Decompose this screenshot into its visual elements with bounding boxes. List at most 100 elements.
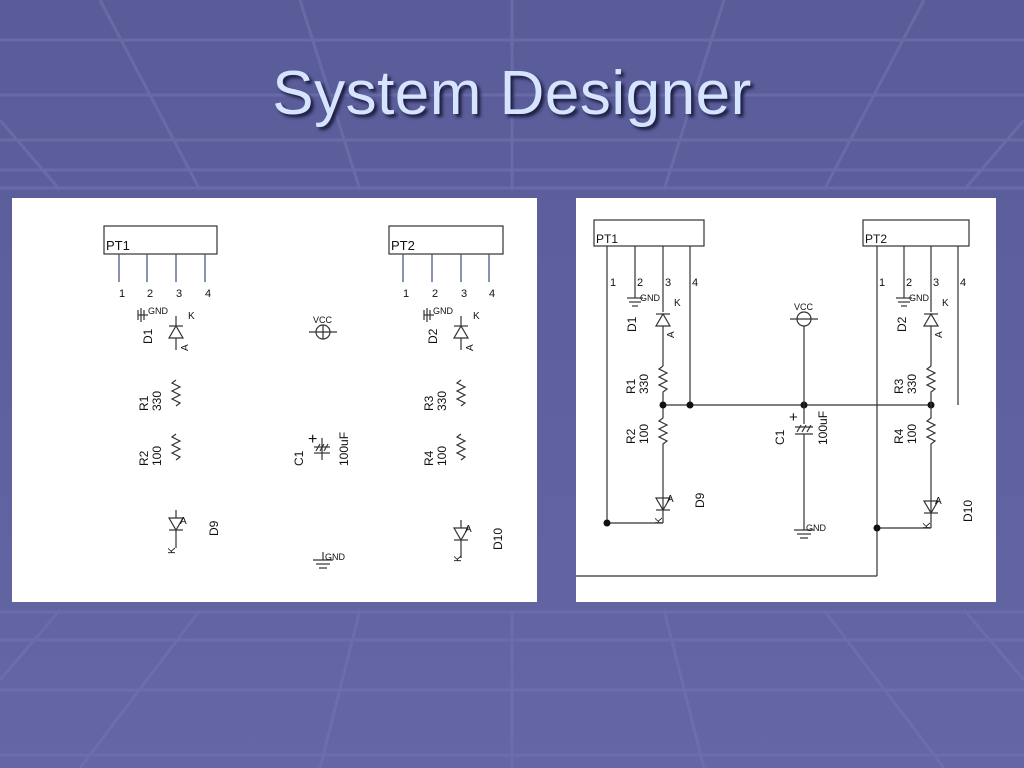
r2-value: 100 <box>637 424 651 444</box>
schematic-wired-panel: PT1 1 2 3 4 PT2 1 2 3 4 GND K A <box>576 198 996 602</box>
pt2-connector <box>388 225 504 255</box>
r2-ref: R2 <box>624 428 638 444</box>
r4-value: 100 <box>435 446 449 466</box>
schematic-unconnected: PT1 1 2 3 4 PT2 1 2 3 4 GND K <box>103 225 505 569</box>
pt2-pin-label: 3 <box>933 277 939 289</box>
d2-ref: D2 <box>895 316 909 332</box>
d9-cathode-label: K <box>167 547 178 554</box>
vcc-label: VCC <box>313 315 333 325</box>
gnd-symbol <box>137 308 148 322</box>
d10-ref: D10 <box>961 500 975 522</box>
gnd-symbol <box>423 308 434 322</box>
d2-anode-label: A <box>934 331 945 338</box>
pt2-pin-label: 2 <box>906 277 912 289</box>
d2-cathode-label: K <box>473 311 480 322</box>
gnd-symbol <box>896 297 912 307</box>
pt2-pin-label: 1 <box>403 288 409 300</box>
r2-value: 100 <box>150 446 164 466</box>
r2-ref: R2 <box>137 450 151 466</box>
schematic-wired: PT1 1 2 3 4 PT2 1 2 3 4 GND K A <box>576 219 975 577</box>
slide-title: System Designer <box>272 59 752 128</box>
d9-ref: D9 <box>207 520 221 536</box>
r1-value: 330 <box>150 391 164 411</box>
d1-diode <box>167 316 185 350</box>
r3-value: 330 <box>435 391 449 411</box>
d1-cathode-label: K <box>188 311 195 322</box>
r4-ref: R4 <box>892 428 906 444</box>
c1-plus-label: + <box>308 431 317 448</box>
r4-resistor <box>455 433 467 461</box>
gnd-symbol <box>794 529 814 539</box>
r3-value: 330 <box>905 374 919 394</box>
d10-ref: D10 <box>491 528 505 550</box>
r4-value: 100 <box>905 424 919 444</box>
pt2-pin-label: 4 <box>489 288 495 300</box>
vcc-label: VCC <box>794 302 814 312</box>
d1-ref: D1 <box>625 316 639 332</box>
gnd-symbol <box>627 297 643 307</box>
d1-diode <box>654 312 672 366</box>
pt2-pin-label: 3 <box>461 288 467 300</box>
pt1-pin-label: 2 <box>147 288 153 300</box>
d9-ref: D9 <box>693 492 707 508</box>
r3-ref: R3 <box>422 395 436 411</box>
r1-resistor <box>170 379 182 407</box>
d2-ref: D2 <box>426 328 440 344</box>
c1-capacitor <box>795 424 813 530</box>
junction-dot <box>603 519 611 527</box>
gnd-label: GND <box>806 523 827 533</box>
d1-gnd-label: GND <box>640 293 661 303</box>
pt2-label: PT2 <box>865 232 887 246</box>
d1-ref: D1 <box>141 328 155 344</box>
pt2-pin-label: 1 <box>879 277 885 289</box>
d10-cathode-label: K <box>922 522 933 529</box>
junction-dot <box>873 524 881 532</box>
c1-value: 100uF <box>816 411 830 445</box>
pt1-pin-label: 3 <box>665 277 671 289</box>
gnd-symbol <box>313 552 333 569</box>
r2-resistor <box>170 433 182 461</box>
junction-dot <box>659 401 667 409</box>
pt1-pin-label: 1 <box>610 277 616 289</box>
pt1-pin-label: 3 <box>176 288 182 300</box>
d2-anode-label: A <box>465 344 476 351</box>
d2-diode <box>452 316 470 350</box>
schematic-unconnected-panel: PT1 1 2 3 4 PT2 1 2 3 4 GND K <box>12 198 537 602</box>
d2-diode <box>922 312 940 366</box>
r1-ref: R1 <box>624 378 638 394</box>
c1-ref: C1 <box>292 450 306 466</box>
pt1-pin-label: 4 <box>692 277 698 289</box>
junction-dot <box>686 401 694 409</box>
pt1-label: PT1 <box>106 238 130 253</box>
d9-cathode-label: K <box>654 517 665 524</box>
pt1-label: PT1 <box>596 232 618 246</box>
d10-cathode-label: K <box>453 555 464 562</box>
d1-gnd-label: GND <box>148 306 169 316</box>
pt2-pin-label: 2 <box>432 288 438 300</box>
d2-gnd-label: GND <box>433 306 454 316</box>
pt2-connector <box>862 219 970 247</box>
gnd-label: GND <box>325 552 346 562</box>
pt1-pin-label: 1 <box>119 288 125 300</box>
c1-capacitor <box>314 438 330 460</box>
r3-resistor <box>925 365 937 405</box>
r1-ref: R1 <box>137 395 151 411</box>
c1-ref: C1 <box>773 429 787 445</box>
pt2-label: PT2 <box>391 238 415 253</box>
pt1-connector <box>103 225 218 255</box>
d10-diode <box>452 520 470 558</box>
d9-anode-label: A <box>667 494 674 505</box>
r4-resistor <box>925 405 937 494</box>
d1-anode-label: A <box>180 344 191 351</box>
r2-resistor <box>657 405 669 490</box>
r1-value: 330 <box>637 374 651 394</box>
d9-diode <box>167 510 185 548</box>
pt2-pin-label: 4 <box>960 277 966 289</box>
pt1-pin-label: 2 <box>637 277 643 289</box>
d1-anode-label: A <box>666 331 677 338</box>
d10-anode-label: A <box>935 496 942 507</box>
d10-anode-label: A <box>465 524 472 535</box>
d1-cathode-label: K <box>674 298 681 309</box>
pt1-pin-label: 4 <box>205 288 211 300</box>
d9-diode <box>654 490 672 523</box>
